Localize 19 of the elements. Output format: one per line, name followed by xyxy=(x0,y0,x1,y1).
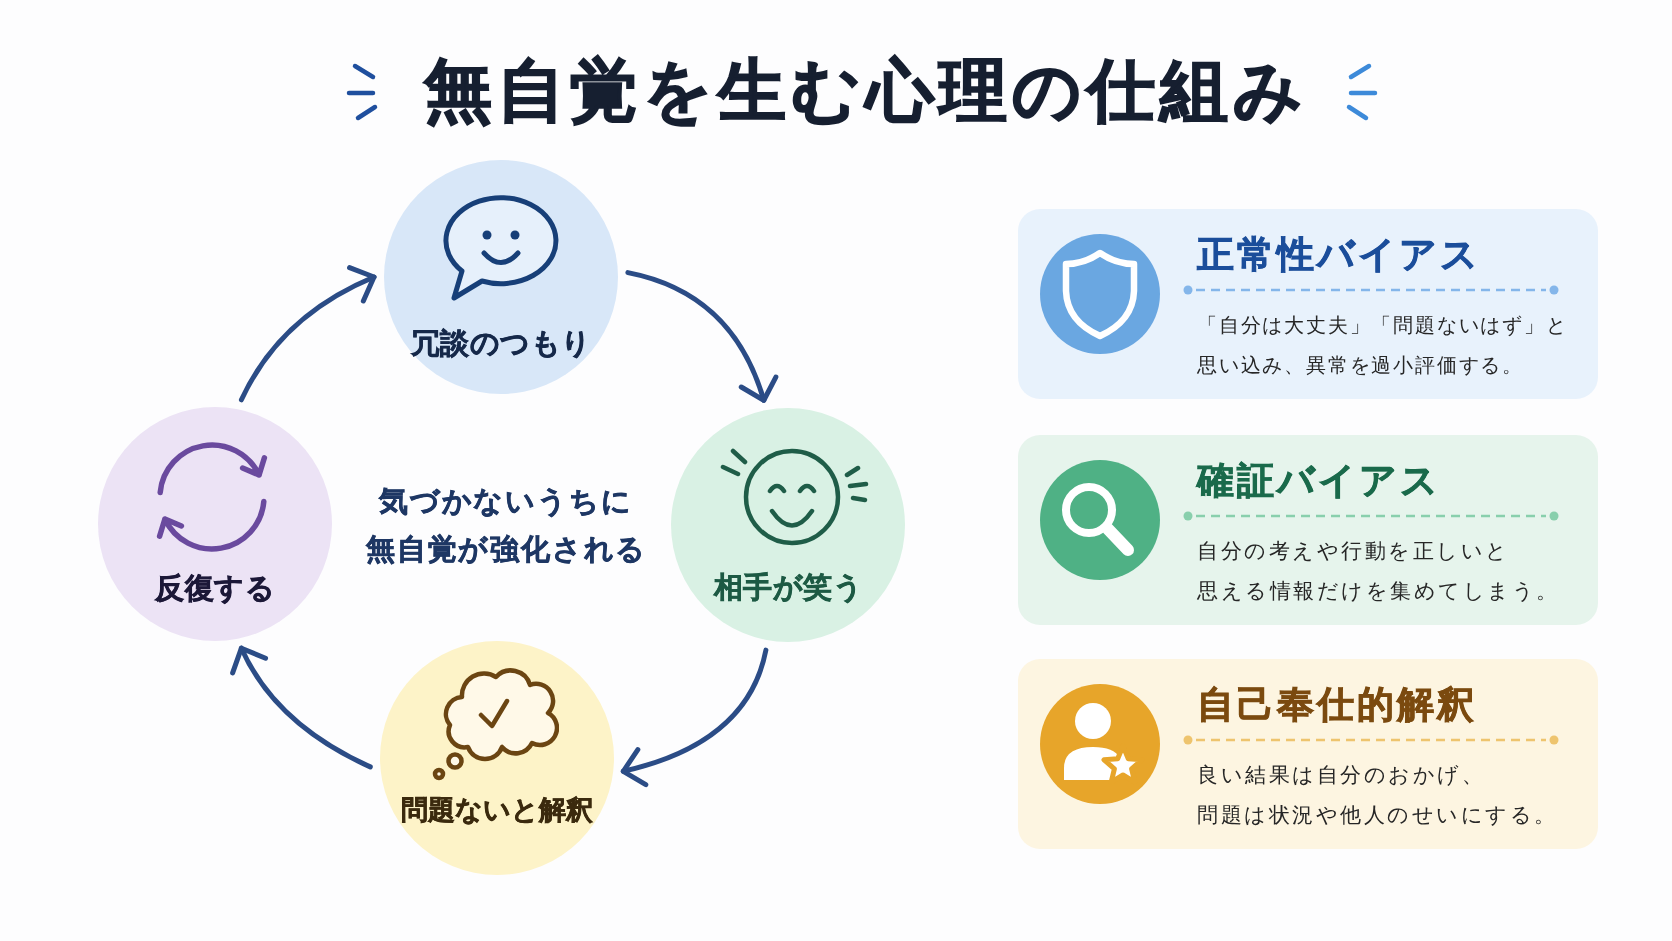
step-label: 冗談のつもり xyxy=(410,326,592,360)
cycle-arrow xyxy=(238,265,377,403)
info-card xyxy=(1018,435,1598,625)
step-label: 相手が笑う xyxy=(713,570,863,604)
cycle-caption: 気づかないうちに無自覚が強化される xyxy=(366,483,648,568)
card-description: 「自分は大丈夫」「問題ないはず」と思い込み、異常を過小評価する。 xyxy=(1197,312,1569,379)
page-title: 無自覚を生む心理の仕組み xyxy=(424,52,1308,130)
card-title: 正常性バイアス xyxy=(1197,233,1481,277)
card-title: 確証バイアス xyxy=(1197,459,1441,503)
info-card xyxy=(1018,659,1598,849)
step-label: 問題ないと解釈 xyxy=(401,793,593,827)
cycle-arrow xyxy=(231,645,373,770)
cycle-arrow xyxy=(620,647,769,787)
cycle-arrow xyxy=(625,270,778,403)
step-label: 反復する xyxy=(154,571,276,605)
card-description: 自分の考えや行動を正しいと思える情報だけを集めてしまう。 xyxy=(1197,538,1561,605)
info-card xyxy=(1018,209,1598,399)
card-description: 良い結果は自分のおかげ、問題は状況や他人のせいにする。 xyxy=(1197,762,1559,829)
card-title: 自己奉仕的解釈 xyxy=(1197,683,1477,727)
